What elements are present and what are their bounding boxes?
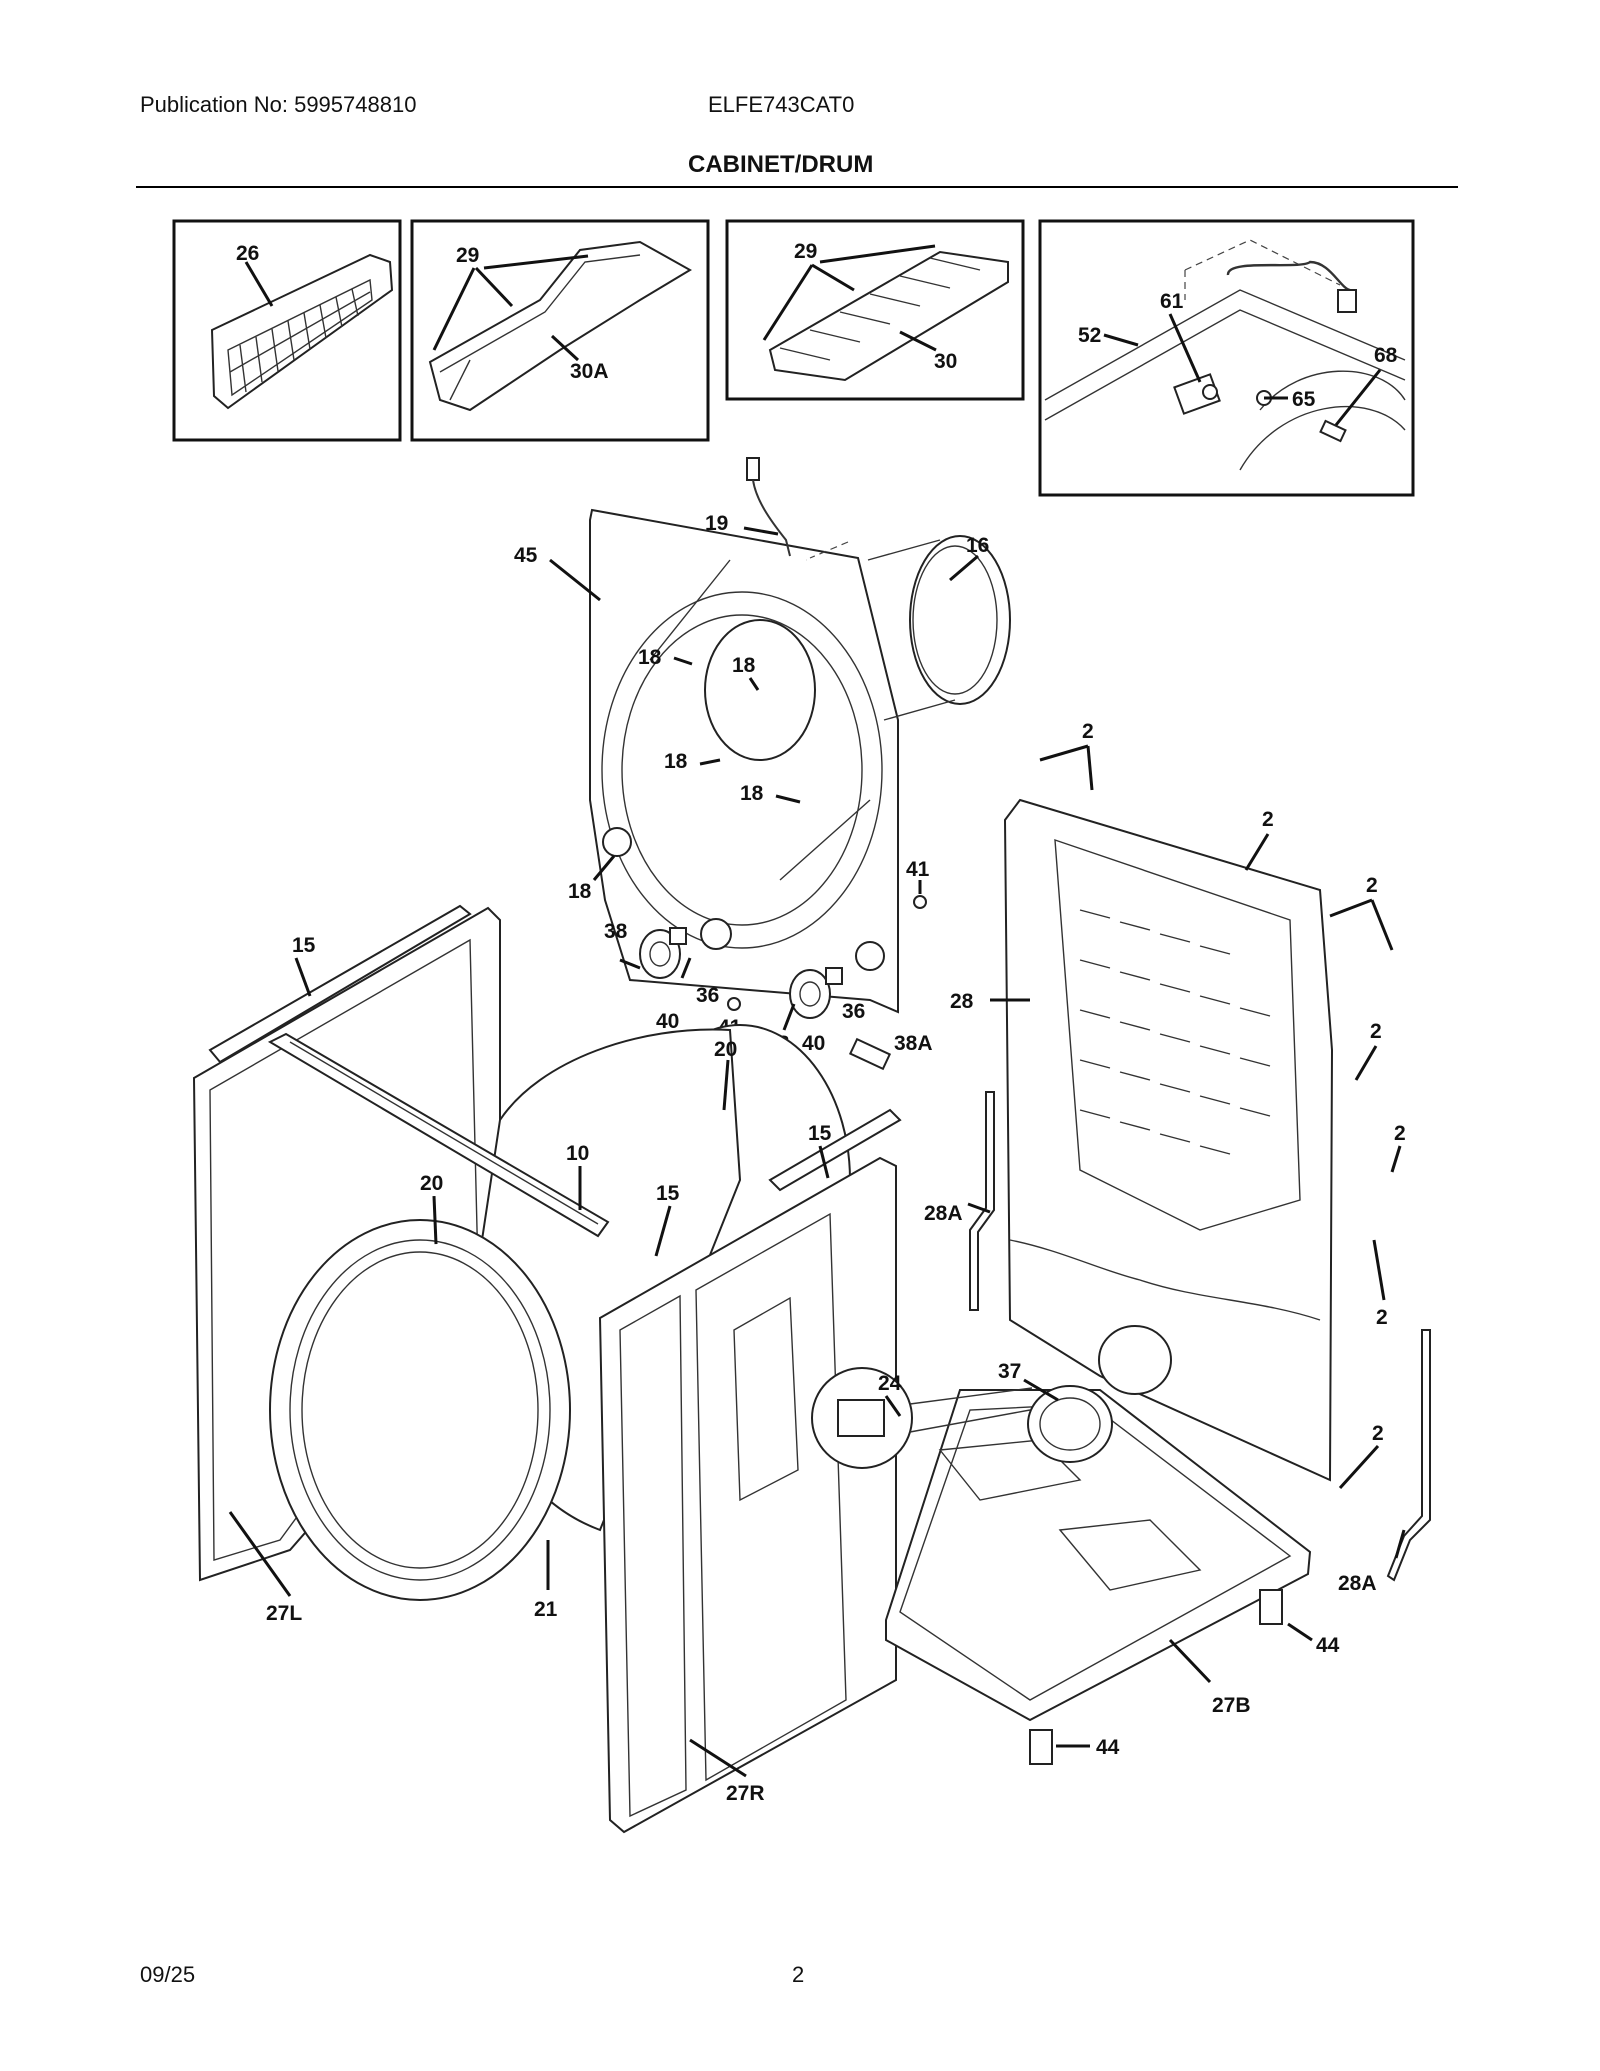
- callout-44-b: 44: [1096, 1736, 1120, 1759]
- callout-26: 26: [236, 242, 259, 265]
- callout-2-b: 2: [1262, 808, 1274, 831]
- callout-15-b: 15: [808, 1122, 832, 1145]
- callout-28A-right: 28A: [1338, 1572, 1377, 1595]
- callout-20-a: 20: [714, 1038, 737, 1061]
- callout-27B: 27B: [1212, 1694, 1251, 1717]
- callout-45: 45: [514, 544, 538, 567]
- model-number: ELFE743CAT0: [708, 92, 855, 117]
- callout-21: 21: [534, 1598, 558, 1621]
- header-divider: [136, 186, 1458, 188]
- callout-27L: 27L: [266, 1602, 302, 1625]
- front-bulkhead-45-drawing: [589, 508, 1011, 1014]
- callout-16: 16: [966, 534, 989, 557]
- callout-40-a: 40: [656, 1010, 679, 1033]
- callout-2-g: 2: [1372, 1422, 1384, 1445]
- inset-box-4: [1038, 219, 1415, 497]
- harness-68-drawing: [1226, 260, 1357, 443]
- callout-38-a: 38: [604, 920, 628, 943]
- rear-panel-28-drawing: [1003, 798, 1334, 1482]
- callout-52: 52: [1078, 324, 1101, 347]
- inset-box-3: [725, 219, 1025, 401]
- callout-61: 61: [1160, 290, 1184, 313]
- inset-moisture-sensor: 52 61 68 65: [1038, 219, 1415, 497]
- callout-2-a: 2: [1082, 720, 1094, 743]
- callout-27R: 27R: [726, 1782, 765, 1805]
- callout-10: 10: [566, 1142, 589, 1165]
- callout-24: 24: [878, 1372, 902, 1395]
- callout-18-c: 18: [664, 750, 688, 773]
- cabinet-corner-backdrop: [1044, 239, 1406, 471]
- callout-20-b: 20: [420, 1172, 443, 1195]
- callout-2-e: 2: [1394, 1122, 1406, 1145]
- inset-box-1: [172, 219, 402, 442]
- footer-page-number: 2: [792, 1962, 805, 1987]
- callout-28A-left: 28A: [924, 1202, 963, 1225]
- callout-2-f: 2: [1376, 1306, 1388, 1329]
- callout-28: 28: [950, 990, 974, 1013]
- callout-38A: 38A: [894, 1032, 933, 1055]
- callout-18-a: 18: [638, 646, 662, 669]
- callout-65: 65: [1292, 388, 1316, 411]
- publication-number: Publication No: 5995748810: [140, 92, 417, 117]
- callout-36-b: 36: [842, 1000, 865, 1023]
- callout-29-right: 29: [794, 240, 817, 263]
- callout-29-left: 29: [456, 244, 479, 267]
- callout-41-a: 41: [906, 858, 930, 881]
- callout-30: 30: [934, 350, 957, 373]
- footer-date: 09/25: [140, 1962, 196, 1987]
- detail-24-drawing: [811, 1367, 1033, 1469]
- base-27B-drawing: [885, 1389, 1312, 1722]
- callout-44-a: 44: [1316, 1634, 1340, 1657]
- rear-trim-28A-left-drawing: [969, 1091, 995, 1311]
- lint-chute-30A-drawing: [428, 240, 692, 412]
- callout-15-a: 15: [292, 934, 316, 957]
- lint-filter-housing-drawing: [210, 253, 394, 410]
- callout-30A: 30A: [570, 360, 609, 383]
- thermostat-61-drawing: [1173, 373, 1272, 415]
- callout-37: 37: [998, 1360, 1021, 1383]
- section-title: CABINET/DRUM: [688, 151, 874, 178]
- drum-top-brace-10-drawing: [267, 1032, 610, 1238]
- inset-lint-chute-30A: 29 30A: [410, 219, 710, 442]
- right-side-panel-27R-drawing: [598, 1108, 902, 1834]
- rear-trim-28A-right-drawing: [1386, 1329, 1431, 1582]
- inset-lint-chute-30: 29 30: [725, 219, 1025, 401]
- callout-19: 19: [705, 512, 728, 535]
- callout-18-d: 18: [740, 782, 764, 805]
- callout-18-b: 18: [732, 654, 756, 677]
- callout-2-d: 2: [1370, 1020, 1382, 1043]
- inset-filter-guide: 26: [172, 219, 402, 442]
- callout-18-e: 18: [568, 880, 592, 903]
- callout-40-b: 40: [802, 1032, 825, 1055]
- lint-chute-30-drawing: [768, 250, 1009, 382]
- bearings-40-drawing: [639, 895, 927, 1071]
- callout-68: 68: [1374, 344, 1398, 367]
- drive-grommet-37-drawing: [1027, 1385, 1113, 1463]
- thermistor-19-drawing: [746, 457, 791, 557]
- leveling-legs-44-drawing: [1029, 1589, 1283, 1765]
- inset-box-2: [410, 219, 710, 442]
- callout-15-c: 15: [656, 1182, 680, 1205]
- callout-2-c: 2: [1366, 874, 1378, 897]
- callout-36-a: 36: [696, 984, 719, 1007]
